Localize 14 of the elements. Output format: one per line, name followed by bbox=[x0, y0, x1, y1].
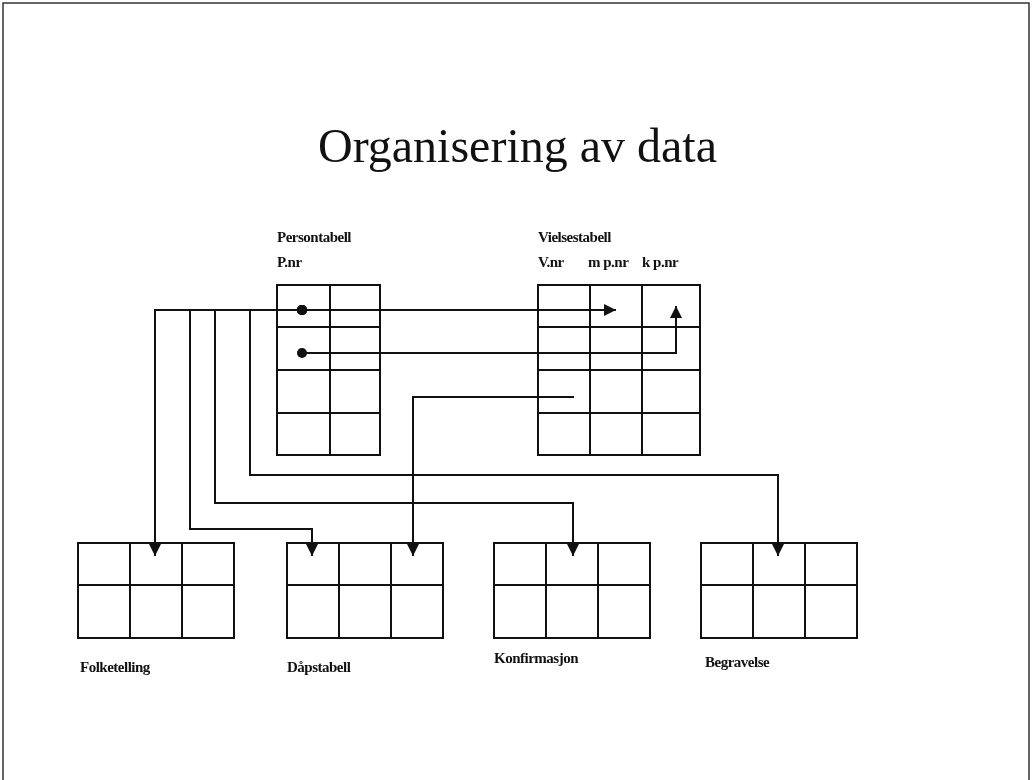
table-name: Konfirmasjon bbox=[494, 649, 578, 667]
arrow bbox=[249, 305, 784, 557]
column-header: m p.nr bbox=[588, 253, 629, 271]
column-header: k p.nr bbox=[642, 253, 679, 271]
title: Organisering av data bbox=[318, 118, 717, 173]
table-name: Begravelse bbox=[705, 653, 770, 671]
table-name: Persontabell bbox=[277, 228, 351, 246]
column-header: V.nr bbox=[538, 253, 564, 271]
table-name: Dåpstabell bbox=[287, 658, 351, 676]
arrow bbox=[297, 305, 682, 358]
column-header: P.nr bbox=[277, 253, 302, 271]
arrow bbox=[407, 396, 575, 557]
table-name: Vielsestabell bbox=[538, 228, 611, 246]
table-name: Folketelling bbox=[80, 658, 150, 676]
